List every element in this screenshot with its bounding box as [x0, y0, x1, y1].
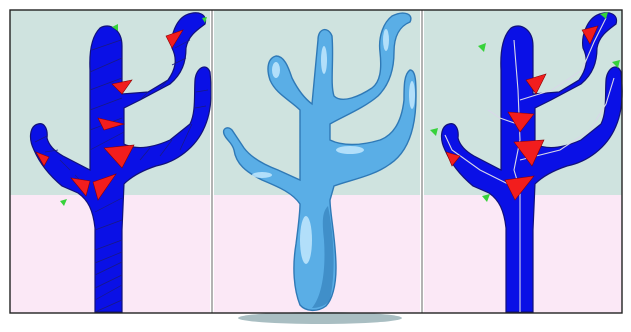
highlight: [300, 216, 312, 264]
highlight: [252, 172, 272, 178]
highlight: [336, 146, 364, 154]
highlight: [409, 81, 415, 109]
highlight: [272, 62, 280, 78]
ground-shadow: [238, 312, 402, 324]
highlight: [321, 46, 327, 74]
highlight: [383, 29, 389, 51]
